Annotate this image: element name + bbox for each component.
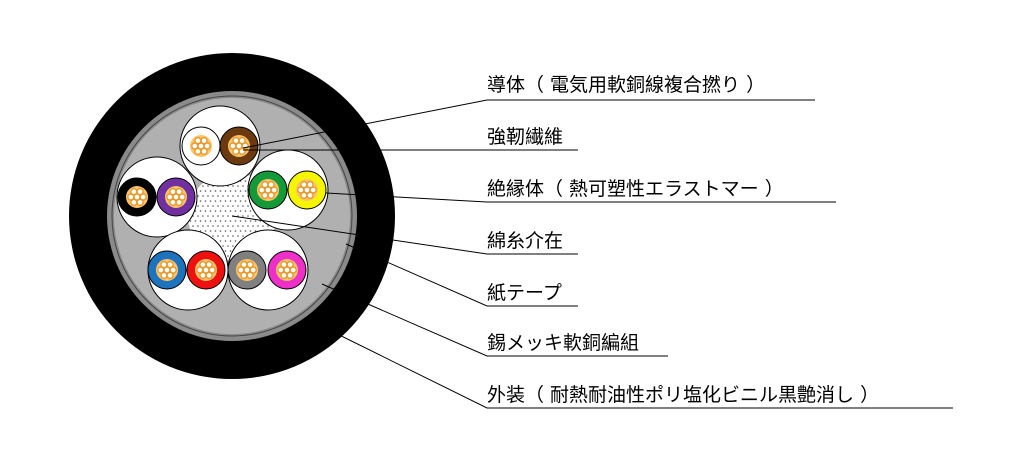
label-filler: 綿糸介在 bbox=[487, 230, 564, 252]
label-conductor: 導体（ 電気用軟銅線複合撚り ） bbox=[487, 74, 766, 96]
conductor-strand bbox=[136, 198, 144, 207]
conductor-strand bbox=[270, 186, 278, 194]
insulated-core bbox=[156, 177, 196, 217]
conductor-strand bbox=[286, 260, 294, 269]
conductor-strand bbox=[208, 266, 216, 274]
conductor-strand bbox=[261, 191, 269, 200]
conductor-strand bbox=[309, 186, 317, 194]
insulated-core bbox=[287, 170, 327, 210]
insulated-core bbox=[186, 250, 226, 290]
conductor-strand bbox=[194, 147, 202, 156]
conductor-strand bbox=[267, 180, 275, 189]
conductor-strand bbox=[200, 147, 208, 156]
conductor-strand bbox=[166, 193, 174, 201]
conductor-strand bbox=[306, 180, 314, 189]
leader-sheath bbox=[316, 323, 953, 409]
conductor-strand bbox=[261, 180, 269, 189]
conductor-strand bbox=[240, 260, 248, 269]
conductor-strand bbox=[232, 136, 240, 145]
conductor-strand bbox=[205, 260, 213, 269]
conductor-strand bbox=[280, 271, 288, 280]
insulated-core bbox=[117, 177, 157, 217]
conductor-strand bbox=[196, 266, 204, 274]
conductor-strand bbox=[238, 147, 246, 156]
conductor-strand bbox=[229, 142, 237, 150]
insulated-core bbox=[219, 126, 259, 166]
conductor-strand bbox=[258, 186, 266, 194]
conductor-strand bbox=[232, 147, 240, 156]
label-braid: 錫メッキ軟銅編組 bbox=[487, 332, 640, 354]
leader-filler bbox=[231, 215, 578, 255]
conductor-strand bbox=[286, 271, 294, 280]
conductor-strand bbox=[127, 193, 135, 201]
conductor-strand bbox=[157, 266, 165, 274]
conductor-strand bbox=[130, 198, 138, 207]
conductor-strand bbox=[237, 266, 245, 274]
label-sheath: 外装（ 耐熱耐油性ポリ塩化ビニル黒艶消し ） bbox=[487, 384, 880, 406]
conductor-strand bbox=[175, 198, 183, 207]
leader-braid bbox=[321, 283, 668, 357]
conductor-strand bbox=[249, 266, 257, 274]
insulated-core bbox=[181, 126, 221, 166]
insulated-core bbox=[227, 250, 267, 290]
conductor-strand bbox=[175, 187, 183, 196]
label-fiber: 強靭繊維 bbox=[487, 126, 564, 148]
conductor-strand bbox=[240, 271, 248, 280]
leader-lines bbox=[231, 99, 953, 409]
label-insulation: 絶縁体（ 熱可塑性エラストマー ） bbox=[487, 178, 784, 200]
conductor-strand bbox=[178, 193, 186, 201]
conductor-strand bbox=[139, 193, 147, 201]
conductor-strand bbox=[199, 260, 207, 269]
conductor-strand bbox=[199, 271, 207, 280]
conductor-strand bbox=[166, 260, 174, 269]
conductor-strand bbox=[166, 271, 174, 280]
conductor-strand bbox=[205, 271, 213, 280]
conductor-strand bbox=[194, 136, 202, 145]
conductor-strand bbox=[191, 142, 199, 150]
label-tape: 紙テープ bbox=[487, 282, 562, 304]
conductor-strand bbox=[267, 191, 275, 200]
conductor-strand bbox=[280, 260, 288, 269]
conductor-strand bbox=[246, 271, 254, 280]
insulated-core bbox=[147, 250, 187, 290]
conductor-strand bbox=[238, 136, 246, 145]
conductor-strand bbox=[130, 187, 138, 196]
conductor-strand bbox=[300, 191, 308, 200]
insulated-core bbox=[248, 170, 288, 210]
conductor-strand bbox=[169, 266, 177, 274]
conductor-strand bbox=[136, 187, 144, 196]
conductor-strand bbox=[277, 266, 285, 274]
conductor-strand bbox=[300, 180, 308, 189]
insulated-core bbox=[267, 250, 307, 290]
conductor-strand bbox=[169, 198, 177, 207]
conductor-strand bbox=[200, 136, 208, 145]
conductor-strand bbox=[289, 266, 297, 274]
conductor-strand bbox=[306, 191, 314, 200]
leader-conductor bbox=[242, 99, 815, 149]
leader-tape bbox=[345, 243, 578, 307]
conductor-strand bbox=[169, 187, 177, 196]
conductor-strand bbox=[160, 271, 168, 280]
conductor-strand bbox=[297, 186, 305, 194]
conductor-strand bbox=[203, 142, 211, 150]
leader-insulation bbox=[325, 192, 836, 203]
conductor-strand bbox=[246, 260, 254, 269]
braid-inner-line bbox=[111, 95, 353, 337]
conductor-strand bbox=[160, 260, 168, 269]
